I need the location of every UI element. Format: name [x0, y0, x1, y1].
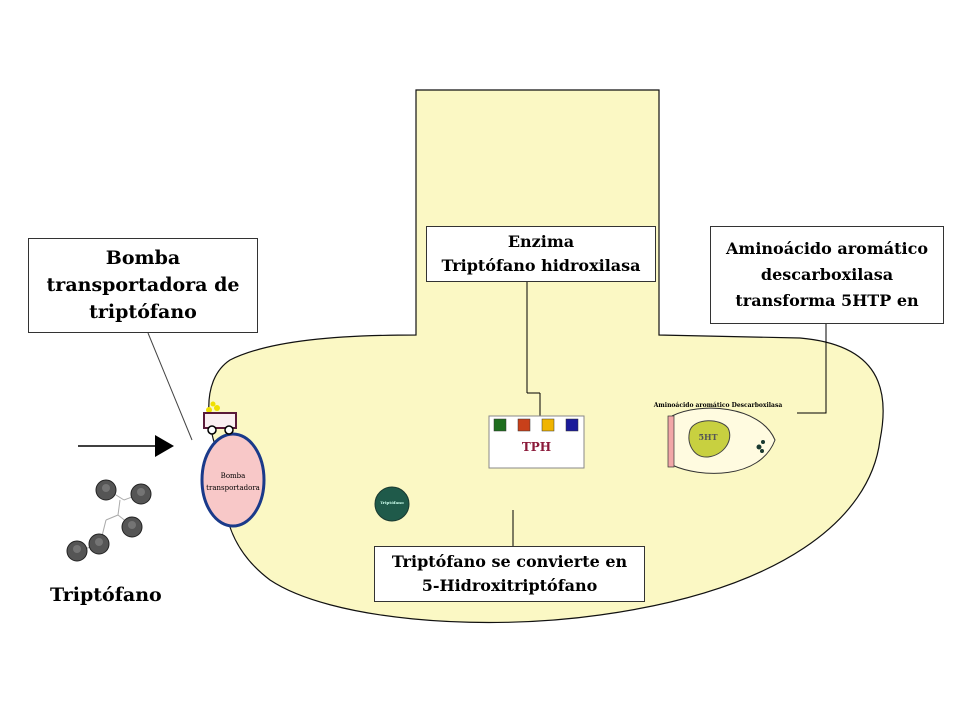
- cell-body: [208, 89, 884, 624]
- bomba-label-text: Bomba transportadora de triptófano: [46, 247, 240, 323]
- tryptophan-small-label: Triptófano: [380, 500, 404, 505]
- aade-label-box: Aminoácido aromático descarboxilasa tran…: [710, 226, 944, 324]
- triptofano-label: Triptófano: [50, 584, 162, 606]
- aade-small-label: Aminoácido aromático Descarboxilasa: [653, 402, 783, 409]
- bomba-label-box: Bomba transportadora de triptófano: [28, 238, 258, 333]
- aadc-structure: [667, 407, 776, 474]
- fivehtp-label: 5HT: [698, 432, 718, 442]
- tryptophan-molecule: [66, 479, 152, 562]
- convierte-label-text: Triptófano se convierte en 5-Hidroxitrip…: [391, 552, 628, 595]
- tph-label: TPH: [521, 440, 552, 454]
- pump-label: Bomba transportadora: [206, 472, 260, 492]
- tryptophan-circle: [374, 486, 410, 522]
- convierte-label-box: Triptófano se convierte en 5-Hidroxitrip…: [374, 546, 645, 602]
- pump-cart: [203, 401, 237, 435]
- connector-aade: [797, 324, 827, 414]
- arrow-head: [155, 435, 174, 457]
- enzima-label-text: Enzima Triptófano hidroxilasa: [441, 232, 641, 275]
- enzima-label-box: Enzima Triptófano hidroxilasa: [426, 226, 656, 282]
- tph-enzyme: [488, 415, 585, 469]
- connector-bomba: [147, 332, 193, 441]
- aade-label-text: Aminoácido aromático descarboxilasa tran…: [726, 239, 928, 310]
- transport-pump: [200, 432, 266, 528]
